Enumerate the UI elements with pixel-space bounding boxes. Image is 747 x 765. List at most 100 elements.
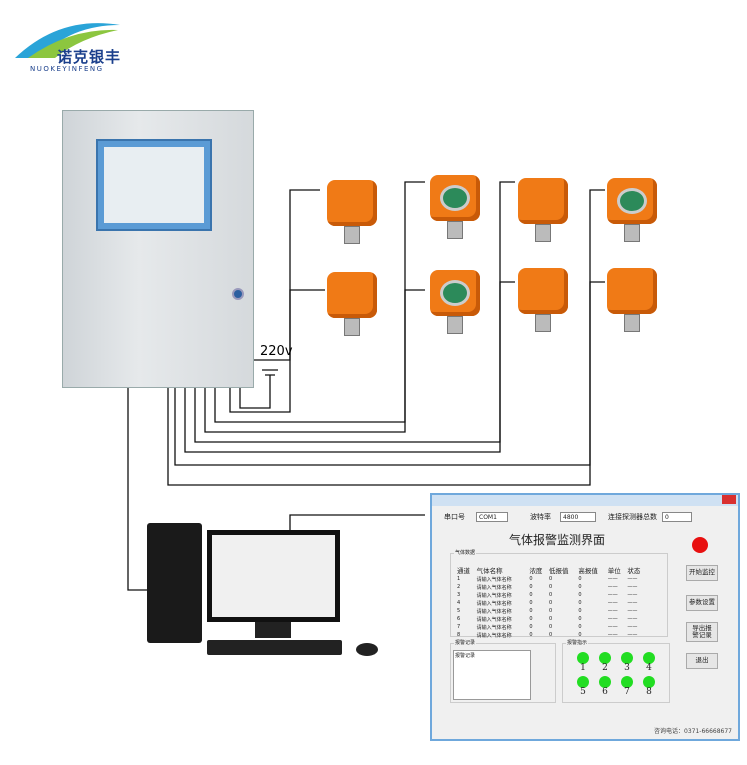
- logo-subtitle: NUOKEYINFENG: [30, 65, 104, 73]
- indicator-light-2: [599, 652, 611, 664]
- table-cell: ——: [607, 608, 618, 614]
- table-cell: ——: [607, 624, 618, 630]
- column-header: 浓度: [529, 566, 543, 575]
- table-cell: 请输入气体名称: [476, 600, 512, 607]
- indicator-light-3: [621, 652, 633, 664]
- table-cell: 8: [457, 632, 461, 638]
- table-cell: 0: [529, 584, 533, 590]
- table-cell: 7: [457, 624, 461, 630]
- baud-select[interactable]: 4800: [560, 512, 596, 522]
- table-cell: 2: [457, 584, 461, 590]
- table-cell: 请输入气体名称: [476, 584, 512, 591]
- exit-button[interactable]: 退出: [686, 653, 718, 669]
- keyboard: [207, 640, 342, 655]
- total-label: 连接探测器总数: [608, 513, 657, 521]
- export-button[interactable]: 导出报警记录: [686, 622, 718, 642]
- close-button[interactable]: [722, 495, 736, 504]
- logo-name: 诺克银丰: [57, 48, 122, 66]
- indicator-light-6: [599, 676, 611, 688]
- alarm-light: [692, 537, 708, 553]
- table-cell: ——: [627, 576, 638, 582]
- indicator-number: 8: [646, 687, 652, 697]
- column-header: 低报值: [548, 566, 569, 575]
- table-cell: ——: [627, 608, 638, 614]
- table-cell: 0: [529, 600, 533, 606]
- indicator-light-5: [577, 676, 589, 688]
- table-cell: 请输入气体名称: [476, 608, 512, 615]
- table-cell: 0: [529, 592, 533, 598]
- indicator-number: 6: [602, 687, 608, 697]
- alarm-log-textbox[interactable]: 报警记录: [453, 650, 531, 700]
- table-cell: ——: [607, 592, 618, 598]
- table-cell: 0: [548, 608, 553, 614]
- table-cell: 1: [457, 576, 461, 582]
- params-button[interactable]: 参数设置: [686, 595, 718, 611]
- controller-screen: [96, 139, 212, 231]
- gas-detector-7: [513, 268, 573, 334]
- footer-hotline: 咨询电话：0371-66668677: [654, 728, 732, 735]
- serial-select[interactable]: COM1: [476, 512, 508, 522]
- table-cell: 0: [578, 616, 582, 622]
- table-cell: 0: [548, 632, 553, 638]
- indicator-number: 4: [646, 663, 652, 673]
- table-cell: 0: [548, 624, 553, 630]
- table-cell: 6: [457, 616, 461, 622]
- table-cell: 0: [529, 576, 533, 582]
- gas-detector-6: [425, 270, 485, 336]
- table-cell: 请输入气体名称: [476, 632, 512, 639]
- serial-label: 串口号: [444, 513, 465, 521]
- indicator-light-1: [577, 652, 589, 664]
- table-cell: 请输入气体名称: [476, 576, 512, 583]
- title-bar: [432, 495, 738, 506]
- table-cell: 0: [529, 616, 533, 622]
- indicator-number: 1: [580, 663, 586, 673]
- lock-knob-icon: [232, 288, 244, 300]
- table-cell: 0: [529, 632, 533, 638]
- power-label: 220v: [260, 344, 293, 359]
- baud-label: 波特率: [530, 513, 551, 521]
- gas-detector-4: [602, 178, 662, 244]
- table-cell: ——: [607, 600, 618, 606]
- gas-detector-2: [425, 175, 485, 241]
- total-field[interactable]: 0: [662, 512, 692, 522]
- column-header: 状态: [627, 566, 641, 575]
- indicator-number: 3: [624, 663, 630, 673]
- table-cell: 0: [578, 632, 582, 638]
- table-cell: ——: [627, 600, 638, 606]
- group-title: 气体数据: [454, 549, 477, 556]
- gas-detector-5: [322, 272, 382, 338]
- table-cell: ——: [607, 616, 618, 622]
- table-cell: ——: [627, 624, 638, 630]
- indicator-light-8: [643, 676, 655, 688]
- table-cell: 4: [457, 600, 461, 606]
- table-cell: ——: [627, 592, 638, 598]
- monitor: [207, 530, 340, 622]
- table-cell: ——: [627, 616, 638, 622]
- pc-tower: [147, 523, 202, 643]
- logo-swoosh-icon: [15, 23, 120, 58]
- group-title: 报警记录: [454, 639, 477, 646]
- gas-detector-8: [602, 268, 662, 334]
- table-cell: 请输入气体名称: [476, 592, 512, 599]
- group-title: 报警指示: [566, 639, 589, 646]
- table-cell: ——: [607, 632, 618, 638]
- table-cell: 0: [578, 624, 582, 630]
- main-title: 气体报警监测界面: [508, 533, 605, 547]
- indicator-number: 7: [624, 687, 630, 697]
- start-monitor-button[interactable]: 开始监控: [686, 565, 718, 581]
- gas-detector-3: [513, 178, 573, 244]
- monitoring-software-window: 串口号 COM1 波特率 4800 连接探测器总数 0 气体报警监测界面 气体数…: [430, 493, 740, 741]
- column-header: 气体名称: [476, 566, 503, 575]
- table-cell: ——: [607, 576, 618, 582]
- indicator-number: 2: [602, 663, 608, 673]
- table-cell: 0: [578, 584, 582, 590]
- table-cell: 0: [578, 600, 582, 606]
- table-cell: 0: [578, 576, 582, 582]
